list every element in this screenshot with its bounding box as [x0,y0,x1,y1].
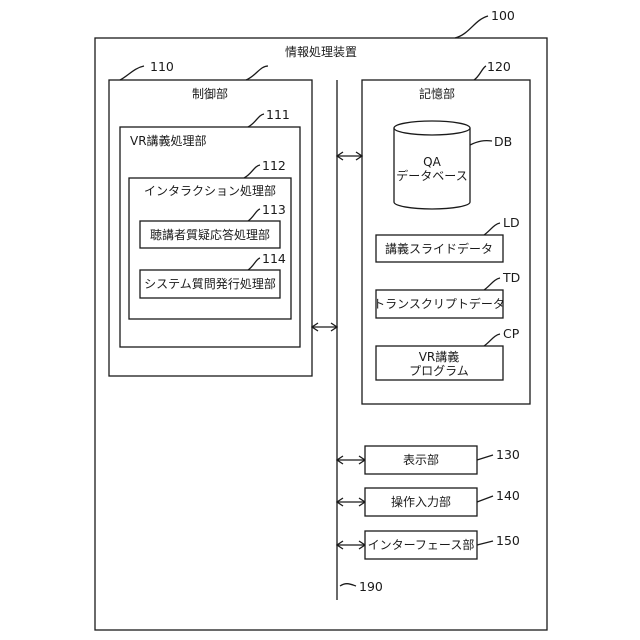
control-ref: 110 [150,59,174,74]
storage-ref: 120 [487,59,511,74]
qa-process-ref: 113 [262,202,286,217]
input-ref: 140 [496,488,520,503]
vr-title: VR講義処理部 [130,133,207,148]
interaction-ref: 112 [262,158,286,173]
vr-program-ref: CP [503,326,520,341]
vr-ref: 111 [266,107,290,122]
input-label: 操作入力部 [391,494,451,509]
storage-title: 記憶部 [419,86,455,101]
interaction-title: インタラクション処理部 [144,183,276,198]
device-ref-leader [455,16,488,38]
interface-label: インターフェース部 [368,537,475,552]
bus-ref: 190 [359,579,383,594]
display-label: 表示部 [403,452,439,467]
db-label-line1: QA [423,155,441,169]
transcript-data-label: トランスクリプトデータ [373,296,505,311]
db-label-line2: データベース [396,168,467,183]
display-ref: 130 [496,447,520,462]
db-ref: DB [494,134,512,149]
vr-program-line2: プログラム [409,364,469,378]
interface-ref: 150 [496,533,520,548]
question-process-label: システム質問発行処理部 [144,276,276,291]
question-process-ref: 114 [262,251,286,266]
slide-data-ref: LD [503,215,520,230]
device-ref: 100 [491,8,515,23]
control-title: 制御部 [192,86,228,101]
qa-process-label: 聴講者質疑応答処理部 [150,227,270,242]
transcript-data-ref: TD [502,270,520,285]
slide-data-label: 講義スライドデータ [385,241,493,256]
device-title: 情報処理装置 [285,45,357,59]
vr-program-line1: VR講義 [419,349,460,364]
